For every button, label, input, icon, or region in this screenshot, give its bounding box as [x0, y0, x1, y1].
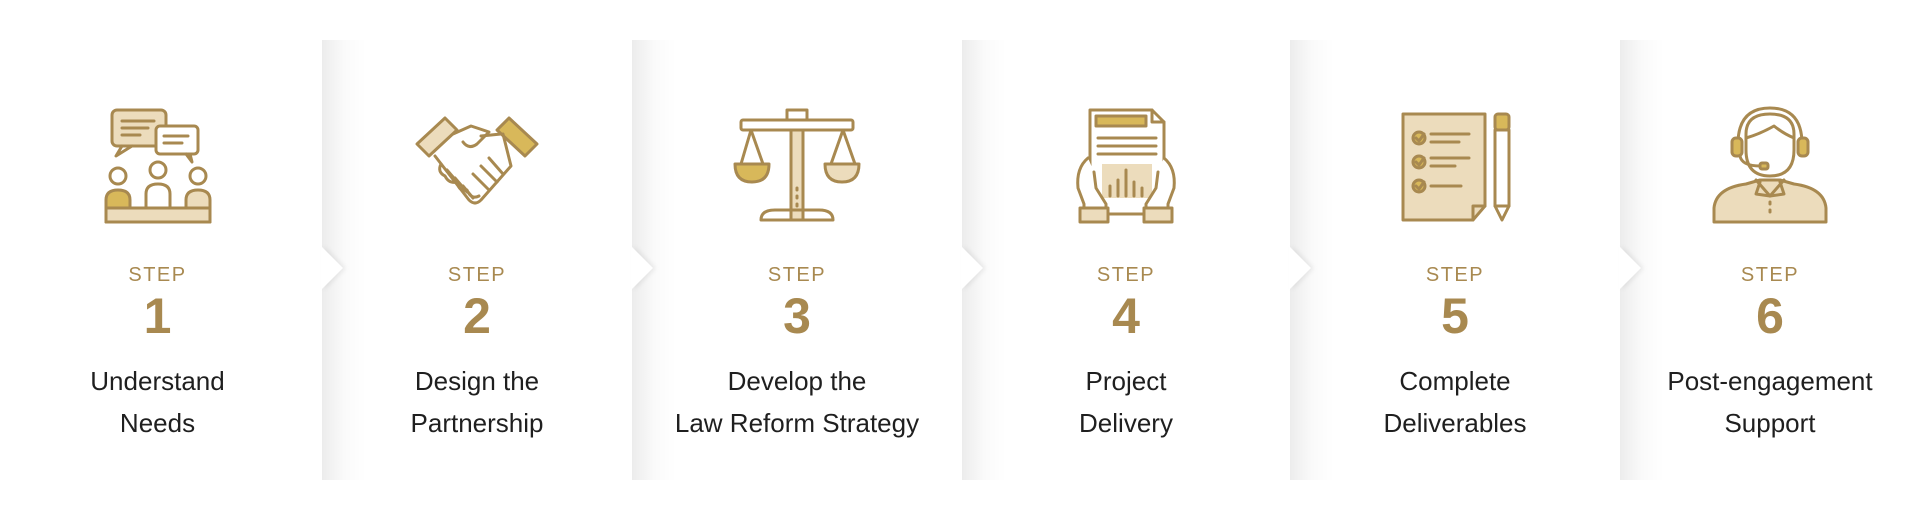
meeting-chat-icon: [104, 108, 211, 224]
scales-of-justice-icon: [733, 108, 861, 222]
step-label: STEP: [1096, 264, 1156, 286]
step-divider: [321, 0, 652, 520]
step-number: 2: [463, 288, 491, 344]
step-number: 6: [1756, 288, 1784, 344]
step-label: STEP: [1740, 264, 1800, 286]
step-label: STEP: [447, 264, 507, 286]
checklist-pencil-icon: [1401, 112, 1511, 222]
step-label: STEP: [128, 264, 187, 286]
support-agent-icon: [1712, 106, 1828, 224]
step-label: STEP: [767, 264, 827, 286]
handshake-icon: [415, 116, 539, 205]
step-number: 3: [783, 288, 811, 344]
step-label: STEP: [1425, 264, 1485, 286]
step-number: 1: [143, 288, 172, 344]
step-divider: [631, 0, 962, 520]
step-divider: [961, 0, 1292, 520]
step-number: 4: [1112, 288, 1140, 344]
step-number: 5: [1441, 288, 1469, 344]
report-document-icon: [1076, 108, 1176, 224]
